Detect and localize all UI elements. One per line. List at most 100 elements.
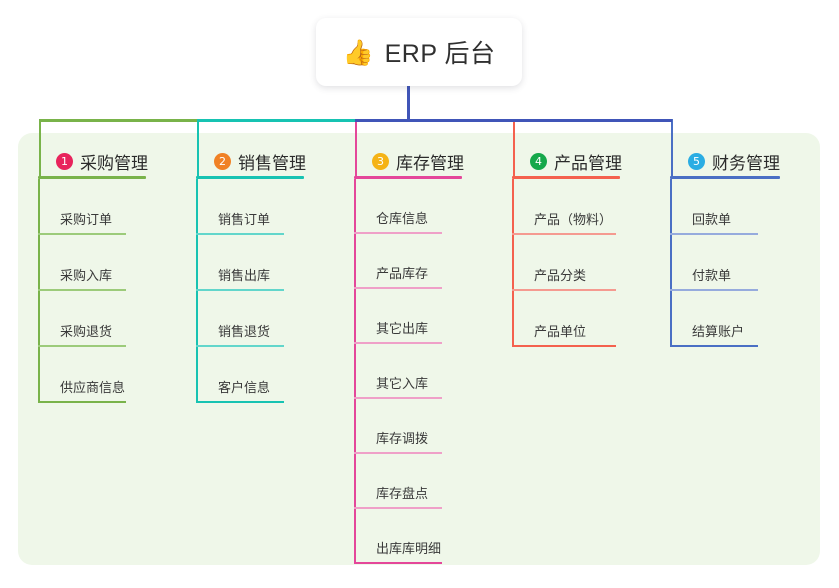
branch-column-1: 1 采购管理采购订单采购入库采购退货供应商信息 xyxy=(38,143,148,403)
leaf-label: 采购订单 xyxy=(60,212,113,227)
leaf-label: 其它出库 xyxy=(376,321,429,336)
leaf-item[interactable]: 库存调拨 xyxy=(354,399,462,454)
leaf-label: 销售出库 xyxy=(218,268,271,283)
leaf-rule xyxy=(354,342,442,344)
leaf-rule xyxy=(512,289,616,291)
branch-header-3[interactable]: 3 库存管理 xyxy=(354,143,464,179)
branch-drop-2 xyxy=(197,119,199,179)
leaf-item[interactable]: 产品分类 xyxy=(512,235,620,291)
leaf-item[interactable]: 采购退货 xyxy=(38,291,146,347)
leaf-rule xyxy=(38,401,126,403)
leaf-rule xyxy=(354,562,442,564)
branch-header-4[interactable]: 4 产品管理 xyxy=(512,143,622,179)
leaf-label: 其它入库 xyxy=(376,376,429,391)
leaf-label: 出库库明细 xyxy=(376,541,442,556)
thumbs-up-icon: 👍 xyxy=(342,38,374,67)
leaf-label: 库存调拨 xyxy=(376,431,429,446)
diagram-panel xyxy=(18,133,820,565)
leaf-item[interactable]: 销售退货 xyxy=(196,291,304,347)
branch-header-rule-3 xyxy=(354,176,462,179)
root-trunk xyxy=(407,86,410,122)
leaf-label: 付款单 xyxy=(692,268,732,283)
leaf-item[interactable]: 采购订单 xyxy=(38,179,146,235)
leaf-item[interactable]: 出库库明细 xyxy=(354,509,462,564)
page-title: ERP 后台 xyxy=(384,40,496,68)
leaf-item[interactable]: 其它出库 xyxy=(354,289,462,344)
leaf-list-1: 采购订单采购入库采购退货供应商信息 xyxy=(38,179,146,403)
branch-title-5: 财务管理 xyxy=(712,153,780,173)
branch-badge-1: 1 xyxy=(56,152,73,170)
branch-drop-3 xyxy=(355,119,357,179)
leaf-item[interactable]: 产品（物料） xyxy=(512,179,620,235)
root-node[interactable]: 👍 ERP 后台 xyxy=(316,18,522,86)
branch-title-3: 库存管理 xyxy=(396,153,464,173)
leaf-item[interactable]: 付款单 xyxy=(670,235,780,291)
branch-header-1[interactable]: 1 采购管理 xyxy=(38,143,148,179)
leaf-item[interactable]: 客户信息 xyxy=(196,347,304,403)
leaf-item[interactable]: 仓库信息 xyxy=(354,179,462,234)
leaf-rule xyxy=(38,233,126,235)
branch-column-4: 4 产品管理产品（物料） 产品分类产品单位 xyxy=(512,143,622,347)
leaf-item[interactable]: 销售出库 xyxy=(196,235,304,291)
branch-title-1: 采购管理 xyxy=(80,153,148,173)
leaf-list-3: 仓库信息产品库存其它出库其它入库库存调拨库存盘点出库库明细 xyxy=(354,179,462,564)
leaf-rule xyxy=(196,401,284,403)
branch-badge-3: 3 xyxy=(372,152,389,170)
leaf-label: 结算账户 xyxy=(692,324,745,339)
leaf-item[interactable]: 回款单 xyxy=(670,179,780,235)
branch-header-rule-1 xyxy=(38,176,146,179)
leaf-label: 回款单 xyxy=(692,212,732,227)
leaf-label: 产品库存 xyxy=(376,266,429,281)
leaf-label: 供应商信息 xyxy=(60,380,126,395)
leaf-stem-1 xyxy=(38,179,40,403)
branch-drop-1 xyxy=(39,119,41,179)
branch-drop-4 xyxy=(513,119,515,179)
leaf-item[interactable]: 销售订单 xyxy=(196,179,304,235)
leaf-rule xyxy=(670,289,758,291)
leaf-rule xyxy=(670,233,758,235)
leaf-label: 客户信息 xyxy=(218,380,271,395)
branch-badge-5: 5 xyxy=(688,152,705,170)
leaf-item[interactable]: 结算账户 xyxy=(670,291,780,347)
branch-badge-2: 2 xyxy=(214,152,231,170)
leaf-stem-4 xyxy=(512,179,514,347)
leaf-label: 库存盘点 xyxy=(376,486,429,501)
leaf-label: 销售订单 xyxy=(218,212,271,227)
branch-header-rule-2 xyxy=(196,176,304,179)
leaf-stem-2 xyxy=(196,179,198,403)
leaf-rule xyxy=(38,289,126,291)
bus-segment-1 xyxy=(39,119,197,122)
branch-header-5[interactable]: 5 财务管理 xyxy=(670,143,780,179)
branch-column-5: 5 财务管理回款单付款单结算账户 xyxy=(670,143,780,347)
branch-title-4: 产品管理 xyxy=(554,153,622,173)
leaf-label: 产品分类 xyxy=(534,268,587,283)
branch-badge-4: 4 xyxy=(530,152,547,170)
leaf-item[interactable]: 采购入库 xyxy=(38,235,146,291)
leaf-rule xyxy=(354,397,442,399)
branch-drop-5 xyxy=(671,119,673,179)
branch-header-rule-5 xyxy=(670,176,780,179)
bus-segment-3 xyxy=(355,119,672,122)
leaf-label: 采购退货 xyxy=(60,324,113,339)
leaf-rule xyxy=(670,345,758,347)
leaf-rule xyxy=(354,287,442,289)
leaf-rule xyxy=(196,345,284,347)
leaf-rule xyxy=(354,507,442,509)
leaf-list-4: 产品（物料） 产品分类产品单位 xyxy=(512,179,620,347)
leaf-item[interactable]: 产品库存 xyxy=(354,234,462,289)
leaf-label: 产品单位 xyxy=(534,324,587,339)
leaf-item[interactable]: 供应商信息 xyxy=(38,347,146,403)
leaf-list-2: 销售订单销售出库销售退货客户信息 xyxy=(196,179,304,403)
leaf-rule xyxy=(512,345,616,347)
leaf-label: 产品（物料） xyxy=(534,212,613,227)
leaf-item[interactable]: 其它入库 xyxy=(354,344,462,399)
leaf-item[interactable]: 产品单位 xyxy=(512,291,620,347)
leaf-rule xyxy=(196,289,284,291)
leaf-rule xyxy=(354,232,442,234)
branch-column-3: 3 库存管理仓库信息产品库存其它出库其它入库库存调拨库存盘点出库库明细 xyxy=(354,143,464,564)
leaf-label: 仓库信息 xyxy=(376,211,429,226)
bus-segment-2 xyxy=(197,119,355,122)
leaf-item[interactable]: 库存盘点 xyxy=(354,454,462,509)
